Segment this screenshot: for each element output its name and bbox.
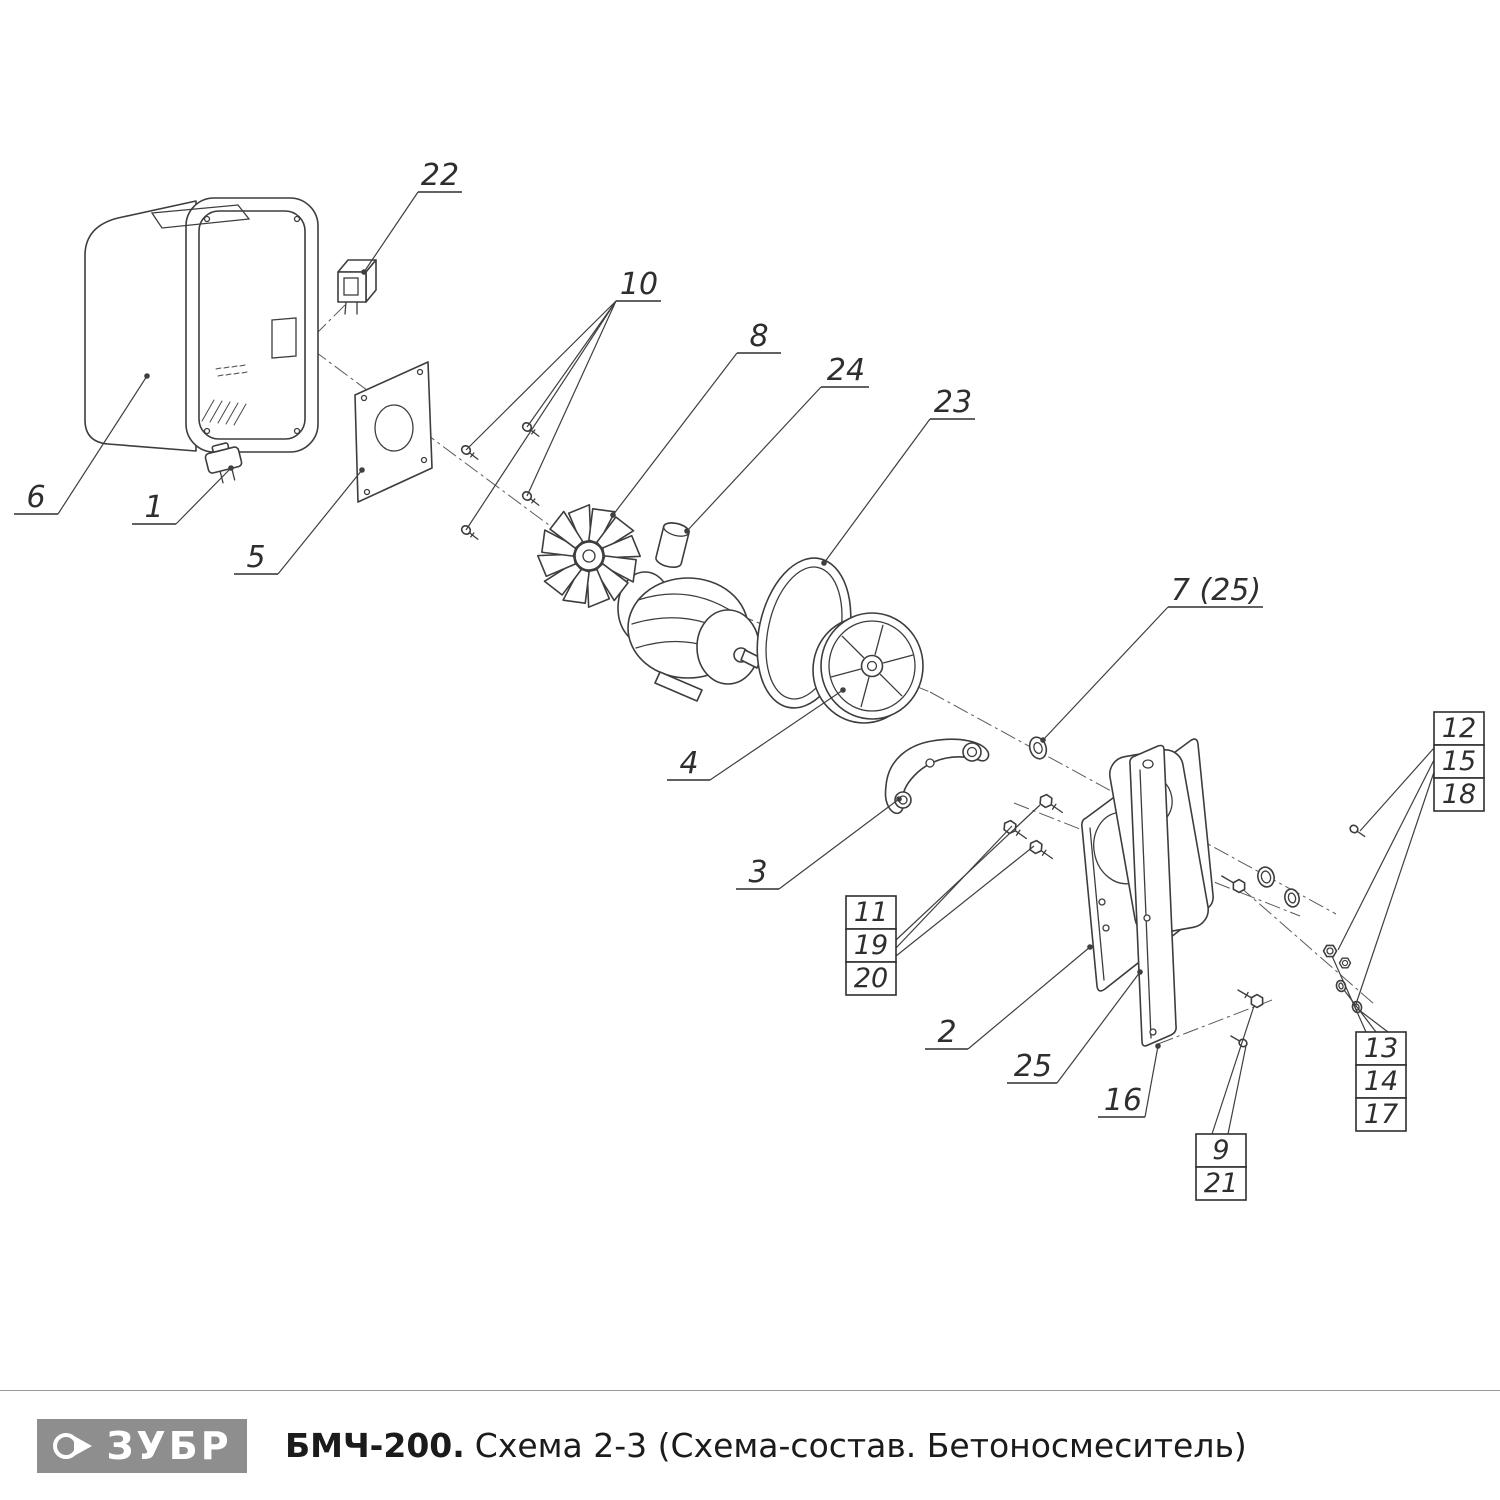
svg-text:2: 2 [937, 1015, 956, 1050]
svg-text:22: 22 [421, 158, 459, 193]
svg-text:7 (25): 7 (25) [1171, 573, 1261, 608]
part-pulley [812, 612, 924, 724]
fastener-bolt [1221, 875, 1249, 895]
svg-text:12: 12 [1442, 713, 1476, 744]
part-motor [617, 571, 762, 702]
callout-group-12-15-18: 12 15 18 [1337, 711, 1485, 1005]
fastener-ring [1284, 888, 1300, 908]
svg-text:25: 25 [1014, 1049, 1052, 1084]
zubr-logo: ЗУБР [37, 1418, 247, 1473]
callout-5: 5 [234, 467, 365, 575]
svg-text:21: 21 [1204, 1168, 1238, 1199]
callout-2: 2 [925, 944, 1093, 1050]
svg-text:24: 24 [827, 353, 865, 388]
svg-text:11: 11 [854, 897, 888, 928]
callout-22: 22 [361, 158, 462, 275]
callout-8: 8 [610, 319, 781, 518]
callout-7-25: 7 (25) [1040, 573, 1263, 743]
fastener-screws-10 [460, 422, 540, 540]
fastener-bolt [1237, 989, 1267, 1010]
svg-text:3: 3 [748, 855, 767, 890]
callout-10: 10 [465, 267, 661, 531]
svg-text:14: 14 [1364, 1066, 1398, 1097]
part-capacitor [655, 522, 690, 568]
model-number: БМЧ-200. [285, 1426, 465, 1465]
svg-text:5: 5 [246, 540, 265, 575]
footer: ЗУБР БМЧ-200.Схема 2-3 (Схема-состав. Бе… [0, 1390, 1500, 1500]
fasteners-right [1221, 824, 1366, 1048]
callout-group-9-21: 9 21 [1195, 1005, 1255, 1201]
callout-3: 3 [736, 796, 902, 890]
callout-25: 25 [1007, 969, 1143, 1084]
svg-text:4: 4 [679, 746, 698, 781]
fastener-screw [1349, 824, 1366, 838]
callout-group-11-19-20: 11 19 20 [845, 804, 1041, 996]
part-mount-plate [354, 361, 433, 503]
svg-text:13: 13 [1364, 1033, 1398, 1064]
svg-text:9: 9 [1212, 1135, 1229, 1166]
part-fan-impeller [537, 504, 641, 608]
svg-text:17: 17 [1364, 1099, 1398, 1130]
callout-group-13-14-17: 13 14 17 [1331, 955, 1407, 1132]
svg-text:18: 18 [1442, 779, 1476, 810]
svg-text:1: 1 [144, 490, 163, 525]
svg-text:8: 8 [749, 319, 768, 354]
svg-text:6: 6 [26, 480, 45, 515]
fastener-ring [1257, 866, 1275, 888]
part-washer-7 [1028, 736, 1048, 760]
exploded-diagram: 6 1 5 22 10 8 24 23 7 (25 [14, 158, 1485, 1201]
fastener-bolts-11-19-20 [1000, 791, 1064, 860]
schema-title: БМЧ-200.Схема 2-3 (Схема-состав. Бетонос… [285, 1426, 1247, 1465]
fastener-nut [1338, 957, 1352, 969]
svg-text:23: 23 [934, 385, 972, 420]
callout-16: 16 [1098, 1043, 1161, 1118]
callout-1: 1 [132, 465, 234, 525]
svg-text:19: 19 [854, 930, 888, 961]
schema-subtitle: Схема 2-3 (Схема-состав. Бетоносмеситель… [474, 1426, 1247, 1465]
callout-4: 4 [667, 687, 846, 781]
svg-text:15: 15 [1442, 746, 1476, 777]
zubr-logo-icon [53, 1432, 93, 1459]
brand-name: ЗУБР [106, 1423, 232, 1468]
svg-text:10: 10 [620, 267, 658, 302]
callout-6: 6 [14, 373, 150, 515]
svg-text:20: 20 [854, 963, 888, 994]
callout-23: 23 [821, 385, 975, 566]
fastener-screw [1230, 1035, 1248, 1048]
part-housing-cover [84, 197, 319, 453]
part-motor-bracket [884, 738, 990, 815]
callout-24: 24 [684, 353, 869, 534]
fastener-nut [1322, 944, 1338, 958]
svg-text:16: 16 [1104, 1083, 1142, 1118]
